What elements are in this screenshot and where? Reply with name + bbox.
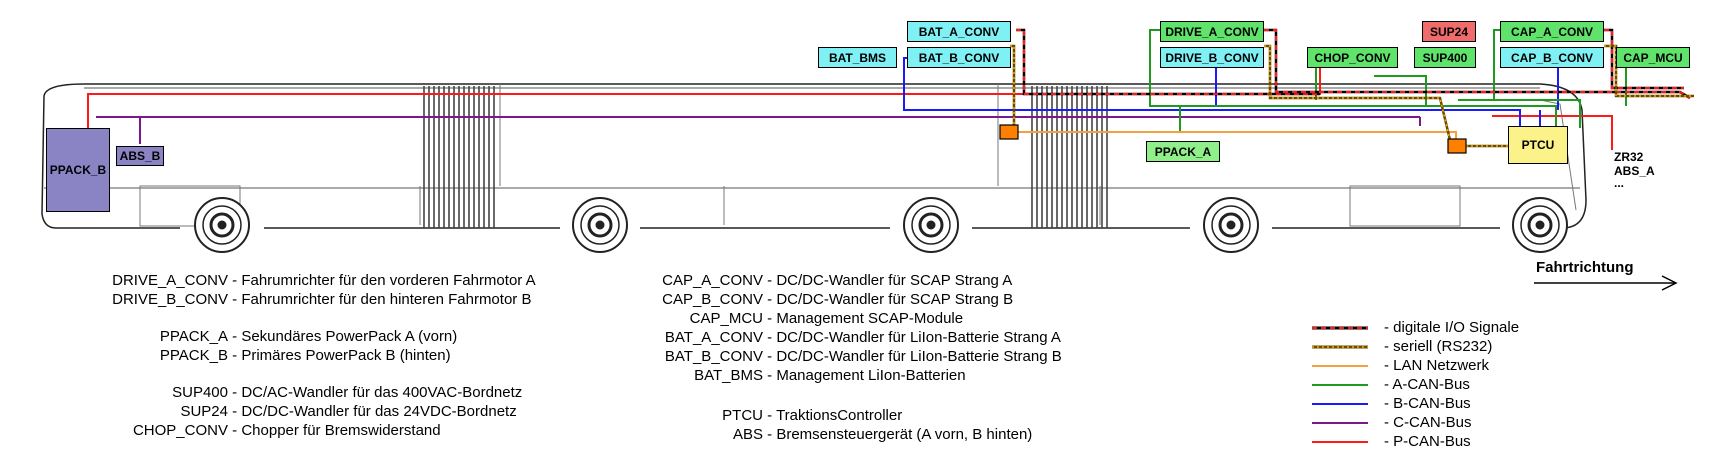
abs-b-box: ABS_B xyxy=(116,146,164,166)
glossary-desc: - DC/DC-Wandler für SCAP Strang A xyxy=(767,272,1013,289)
wheel-4 xyxy=(1203,197,1259,253)
sup24-box: SUP24 xyxy=(1422,21,1476,42)
lan-switch-front xyxy=(999,124,1019,140)
glossary-abbr: PTCU xyxy=(722,407,763,424)
glossary-desc: - DC/DC-Wandler für LiIon-Batterie Stran… xyxy=(767,329,1061,346)
drive-b-conv-box: DRIVE_B_CONV xyxy=(1160,47,1264,68)
glossary-abbr: SUP24 xyxy=(180,403,228,420)
glossary-desc: - DC/DC-Wandler für das 24VDC-Bordnetz xyxy=(232,403,517,420)
legend-label: - seriell (RS232) xyxy=(1384,338,1493,355)
direction-label: Fahrtrichtung xyxy=(1536,259,1634,276)
glossary-item: DRIVE_B_CONV - Fahrumrichter für den hin… xyxy=(40,290,531,309)
glossary-abbr: BAT_BMS xyxy=(694,367,763,384)
glossary-item: PTCU - TraktionsController xyxy=(600,406,902,425)
glossary-desc: - Bremsensteuergerät (A vorn, B hinten) xyxy=(767,426,1033,443)
glossary-abbr: BAT_A_CONV xyxy=(664,329,763,346)
glossary-item: SUP24 - DC/DC-Wandler für das 24VDC-Bord… xyxy=(40,402,517,421)
glossary-item: BAT_BMS - Management LiIon-Batterien xyxy=(600,366,966,385)
glossary-desc: - DC/DC-Wandler für SCAP Strang B xyxy=(767,291,1014,308)
side-label-zr32: ZR32 xyxy=(1614,150,1644,164)
glossary-abbr: CAP_A_CONV xyxy=(662,272,763,289)
bat-bms-box: BAT_BMS xyxy=(818,47,897,68)
glossary-item: CHOP_CONV - Chopper für Bremswiderstand xyxy=(40,421,441,440)
glossary-item: PPACK_A - Sekundäres PowerPack A (vorn) xyxy=(40,327,457,346)
legend-label: - P-CAN-Bus xyxy=(1384,433,1471,450)
wheels xyxy=(194,197,1568,253)
direction-arrow xyxy=(1534,275,1678,291)
glossary-item: ABS - Bremsensteuergerät (A vorn, B hint… xyxy=(600,425,1032,444)
rs232-lines xyxy=(1010,44,1694,148)
glossary-abbr: DRIVE_B_CONV xyxy=(112,291,228,308)
legend-swatches xyxy=(1312,326,1368,443)
glossary-item: PPACK_B - Primäres PowerPack B (hinten) xyxy=(40,346,451,365)
side-label-more: ... xyxy=(1614,176,1625,190)
glossary-item: SUP400 - DC/AC-Wandler für das 400VAC-Bo… xyxy=(40,383,522,402)
lan-switch-rear xyxy=(1447,138,1467,154)
wheel-3 xyxy=(903,197,959,253)
glossary-item: DRIVE_A_CONV - Fahrumrichter für den vor… xyxy=(40,271,536,290)
ppack-b-box: PPACK_B xyxy=(46,128,110,212)
glossary-abbr: DRIVE_A_CONV xyxy=(112,272,228,289)
glossary-desc: - Fahrumrichter für den hinteren Fahrmot… xyxy=(232,291,532,308)
c-can-bus-lines xyxy=(96,116,1421,144)
glossary-abbr: PPACK_B xyxy=(159,347,228,364)
bus-body-outline xyxy=(41,83,1587,229)
digital-io-lines xyxy=(1016,28,1691,100)
wheel-5 xyxy=(1512,197,1568,253)
drive-a-conv-box: DRIVE_A_CONV xyxy=(1160,21,1264,42)
glossary-desc: - Fahrumrichter für den vorderen Fahrmot… xyxy=(232,272,536,289)
glossary-desc: - Management LiIon-Batterien xyxy=(767,367,966,384)
articulation-rear xyxy=(1031,86,1108,228)
legend-label: - LAN Netzwerk xyxy=(1384,357,1490,374)
glossary-desc: - Management SCAP-Module xyxy=(767,310,964,327)
legend-label: - B-CAN-Bus xyxy=(1384,395,1471,412)
cap-b-conv-box: CAP_B_CONV xyxy=(1500,47,1604,68)
articulation-front xyxy=(423,86,495,228)
glossary-desc: - Chopper für Bremswiderstand xyxy=(232,422,441,439)
glossary-abbr: PPACK_A xyxy=(159,328,228,345)
glossary-desc: - DC/DC-Wandler für LiIon-Batterie Stran… xyxy=(767,348,1062,365)
glossary-abbr: BAT_B_CONV xyxy=(664,348,763,365)
wheel-1 xyxy=(194,197,250,253)
legend-label: - C-CAN-Bus xyxy=(1384,414,1472,431)
glossary-desc: - TraktionsController xyxy=(767,407,903,424)
bat-b-conv-box: BAT_B_CONV xyxy=(907,47,1011,68)
wheel-2 xyxy=(572,197,628,253)
chop-conv-box: CHOP_CONV xyxy=(1307,47,1398,68)
glossary-desc: - DC/AC-Wandler für das 400VAC-Bordnetz xyxy=(232,384,523,401)
glossary-desc: - Sekundäres PowerPack A (vorn) xyxy=(232,328,458,345)
glossary-abbr: CAP_MCU xyxy=(689,310,763,327)
side-label-abs-a: ABS_A xyxy=(1614,164,1655,178)
glossary-item: CAP_A_CONV - DC/DC-Wandler für SCAP Stra… xyxy=(600,271,1012,290)
p-can-bus-lines xyxy=(87,64,1613,150)
legend-label: - digitale I/O Signale xyxy=(1384,319,1520,336)
sup400-box: SUP400 xyxy=(1414,47,1476,68)
glossary-abbr: CHOP_CONV xyxy=(132,422,228,439)
glossary-abbr: CAP_B_CONV xyxy=(662,291,763,308)
glossary-desc: - Primäres PowerPack B (hinten) xyxy=(232,347,451,364)
ppack-a-box: PPACK_A xyxy=(1146,141,1220,162)
legend-label: - A-CAN-Bus xyxy=(1384,376,1470,393)
glossary-item: BAT_B_CONV - DC/DC-Wandler für LiIon-Bat… xyxy=(600,347,1062,366)
glossary-item: BAT_A_CONV - DC/DC-Wandler für LiIon-Bat… xyxy=(600,328,1061,347)
ptcu-box: PTCU xyxy=(1508,126,1568,164)
glossary-item: CAP_MCU - Management SCAP-Module xyxy=(600,309,963,328)
glossary-item: CAP_B_CONV - DC/DC-Wandler für SCAP Stra… xyxy=(600,290,1013,309)
glossary-abbr: ABS xyxy=(732,426,763,443)
bat-a-conv-box: BAT_A_CONV xyxy=(907,21,1011,42)
cap-a-conv-box: CAP_A_CONV xyxy=(1500,21,1604,42)
glossary-abbr: SUP400 xyxy=(172,384,228,401)
cap-mcu-box: CAP_MCU xyxy=(1616,47,1690,68)
